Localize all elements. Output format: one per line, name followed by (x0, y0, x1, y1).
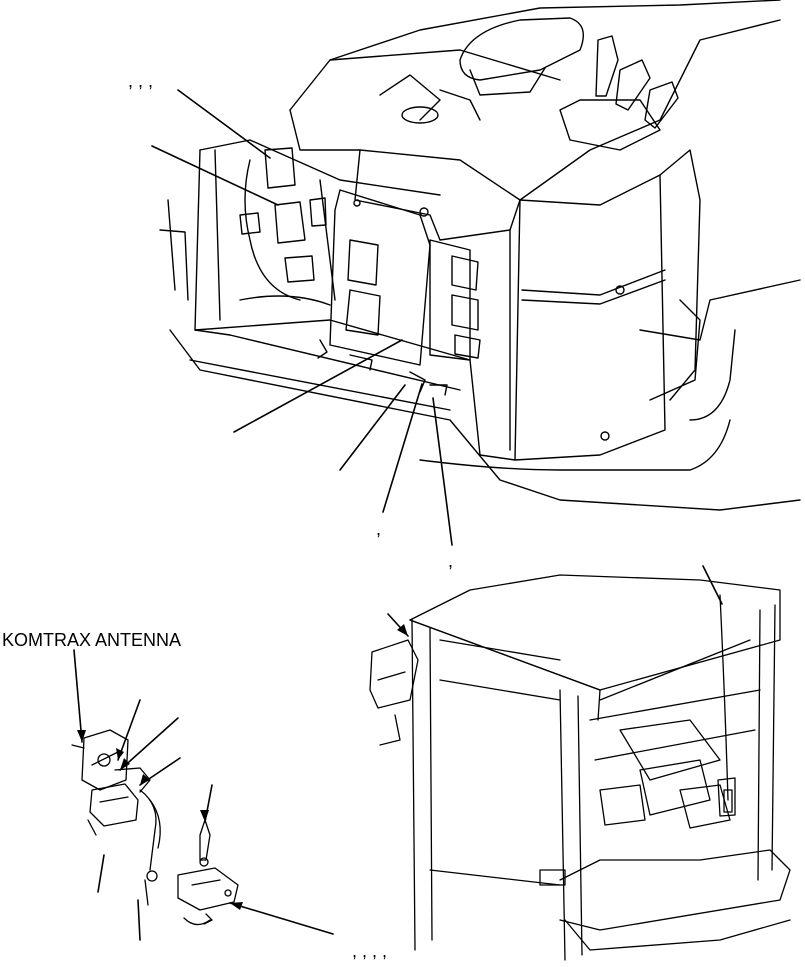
mid-right-separator: , (448, 551, 454, 571)
antenna-leader-lines (73, 649, 334, 941)
mid-left-separator: , (376, 519, 382, 539)
cab-structure-drawing (369, 574, 791, 961)
top-console-drawing (159, 0, 801, 511)
cab-arrowheads (397, 624, 408, 636)
antenna-arrowheads (77, 730, 243, 910)
top-left-separator: , , , (128, 71, 154, 91)
top-leader-lines (151, 89, 453, 546)
antenna-assembly-drawing (71, 729, 239, 926)
bottom-separator: , , , , (352, 941, 388, 961)
cab-leader-lines (387, 565, 723, 637)
antenna-label: KOMTRAX ANTENNA (2, 630, 182, 650)
